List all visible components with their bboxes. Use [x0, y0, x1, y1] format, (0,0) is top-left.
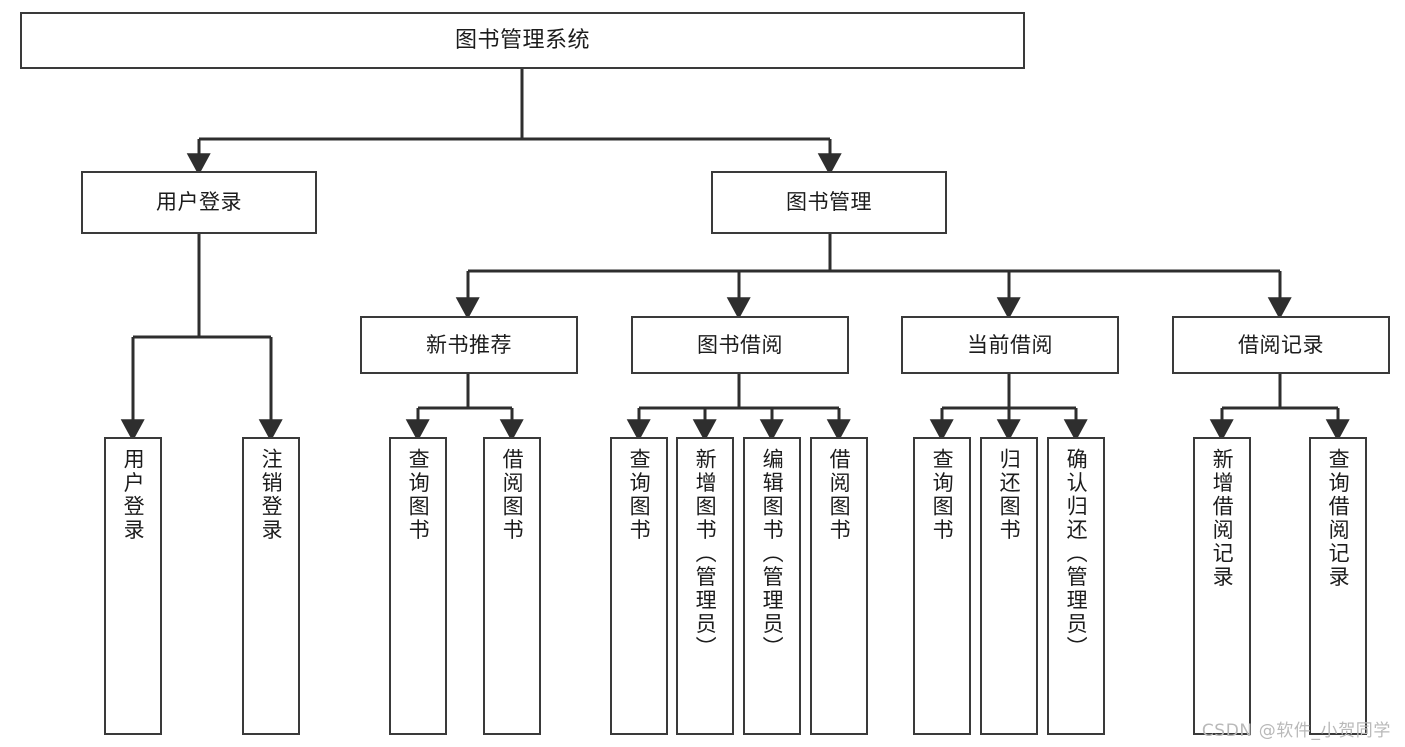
node-book-management[interactable]: 图书管理 — [711, 171, 947, 234]
leaf-add-book-admin[interactable]: 新增图书（管理员） — [676, 437, 734, 735]
node-label: 新书推荐 — [426, 332, 512, 357]
leaf-query-book-recommend[interactable]: 查询图书 — [389, 437, 447, 735]
node-label: 借阅记录 — [1238, 332, 1324, 357]
node-label: 图书借阅 — [697, 332, 783, 357]
node-label: 查询借阅记录 — [1326, 448, 1351, 589]
node-label: 归还图书 — [997, 448, 1022, 542]
node-label: 新增图书（管理员） — [693, 448, 718, 660]
node-label: 查询图书 — [627, 448, 652, 542]
leaf-logout[interactable]: 注销登录 — [242, 437, 300, 735]
leaf-borrow-book[interactable]: 借阅图书 — [810, 437, 868, 735]
node-borrowing-record[interactable]: 借阅记录 — [1172, 316, 1390, 374]
node-label: 图书管理系统 — [454, 27, 590, 53]
node-label: 用户登录 — [121, 448, 146, 542]
node-label: 查询图书 — [406, 448, 431, 542]
watermark-text: CSDN @软件_小贺同学 — [1201, 721, 1391, 741]
node-label: 当前借阅 — [967, 332, 1053, 357]
node-label: 注销登录 — [259, 448, 284, 542]
leaf-confirm-return-admin[interactable]: 确认归还（管理员） — [1047, 437, 1105, 735]
node-label: 编辑图书（管理员） — [760, 448, 785, 660]
leaf-add-borrow-record[interactable]: 新增借阅记录 — [1193, 437, 1251, 735]
node-label: 借阅图书 — [500, 448, 525, 542]
leaf-query-book-borrow[interactable]: 查询图书 — [610, 437, 668, 735]
node-label: 确认归还（管理员） — [1064, 448, 1089, 660]
node-label: 新增借阅记录 — [1210, 448, 1235, 589]
node-label: 查询图书 — [930, 448, 955, 542]
node-user-login[interactable]: 用户登录 — [81, 171, 317, 234]
leaf-edit-book-admin[interactable]: 编辑图书（管理员） — [743, 437, 801, 735]
node-new-book-recommendation[interactable]: 新书推荐 — [360, 316, 578, 374]
leaf-user-login[interactable]: 用户登录 — [104, 437, 162, 735]
node-label: 借阅图书 — [827, 448, 852, 542]
leaf-return-book[interactable]: 归还图书 — [980, 437, 1038, 735]
node-label: 用户登录 — [156, 190, 242, 215]
node-root-book-management-system[interactable]: 图书管理系统 — [20, 12, 1025, 69]
leaf-borrow-book-recommend[interactable]: 借阅图书 — [483, 437, 541, 735]
node-current-borrowing[interactable]: 当前借阅 — [901, 316, 1119, 374]
node-book-borrowing[interactable]: 图书借阅 — [631, 316, 849, 374]
leaf-query-book-current[interactable]: 查询图书 — [913, 437, 971, 735]
node-label: 图书管理 — [786, 190, 872, 215]
leaf-query-borrow-record[interactable]: 查询借阅记录 — [1309, 437, 1367, 735]
